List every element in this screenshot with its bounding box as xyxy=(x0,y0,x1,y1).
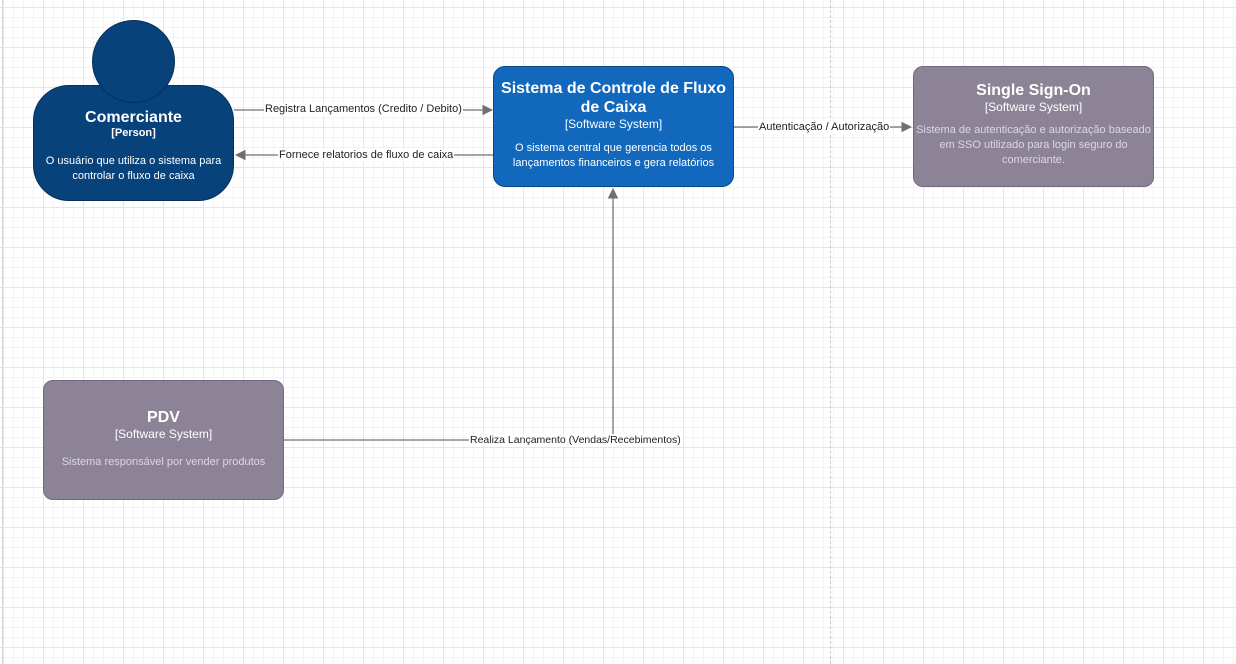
pdv-kind: [Software System] xyxy=(114,427,213,441)
edge-label-realiza[interactable]: Realiza Lançamento (Vendas/Recebimentos) xyxy=(469,434,682,447)
system-main-description: O sistema central que gerencia todos os … xyxy=(512,142,715,169)
system-main-kind: [Software System] xyxy=(564,117,663,131)
edge-label-autenticacao[interactable]: Autenticação / Autorização xyxy=(758,121,891,134)
person-head-icon[interactable] xyxy=(92,20,175,103)
page-break-guide xyxy=(830,0,831,664)
edge-realiza-line[interactable] xyxy=(284,187,619,441)
system-single-sign-on[interactable]: Single Sign-On [Software System] Sistema… xyxy=(913,66,1154,187)
system-pdv[interactable]: PDV [Software System] Sistema responsáve… xyxy=(43,380,284,500)
person-comerciante[interactable]: Comerciante [Person] O usuário que utili… xyxy=(33,85,234,201)
sso-description: Sistema de autenticação e autorização ba… xyxy=(916,124,1151,166)
person-description: O usuário que utiliza o sistema para con… xyxy=(45,155,222,182)
pdv-title: PDV xyxy=(147,409,180,426)
person-title: Comerciante xyxy=(85,109,182,126)
edge-label-registra[interactable]: Registra Lançamentos (Credito / Debito) xyxy=(264,103,463,116)
canvas-left-edge xyxy=(2,0,3,664)
edge-label-fornece[interactable]: Fornece relatorios de fluxo de caixa xyxy=(278,149,455,162)
system-controle-fluxo-caixa[interactable]: Sistema de Controle de Fluxo de Caixa [S… xyxy=(493,66,734,187)
system-main-title: Sistema de Controle de Fluxo de Caixa xyxy=(501,80,726,116)
person-kind: [Person] xyxy=(111,127,156,139)
pdv-description: Sistema responsável por vender produtos xyxy=(61,456,266,468)
sso-title: Single Sign-On xyxy=(976,82,1091,99)
sso-kind: [Software System] xyxy=(984,100,1083,114)
